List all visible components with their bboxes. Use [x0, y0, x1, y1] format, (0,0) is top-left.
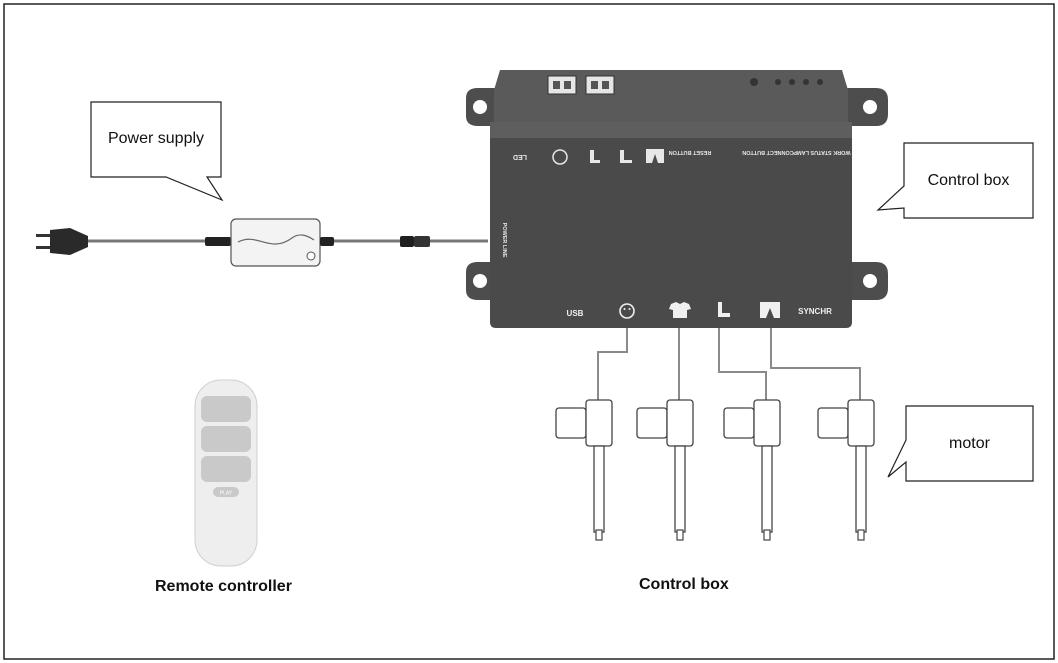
adapter-strain-right — [320, 237, 334, 246]
power-line-label: POWER LINE — [501, 223, 507, 258]
adapter-wave — [237, 234, 315, 245]
rear-icon-row — [552, 149, 664, 165]
box-top-ridge — [494, 70, 848, 122]
motor-2-tube — [674, 445, 686, 533]
top-port-2 — [585, 75, 615, 95]
power-supply-assembly — [36, 218, 488, 267]
remote-play-button — [213, 487, 239, 497]
control-box-callout-label: Control box — [927, 172, 1010, 189]
front-head-eye-r — [628, 308, 631, 310]
top-led-1 — [750, 78, 758, 86]
motor-3-gearbox — [753, 399, 781, 447]
top-led-2 — [775, 79, 781, 85]
reset-button-label: RESET BUTTON — [669, 149, 712, 155]
front-head-icon — [619, 303, 635, 319]
motor-2 — [636, 399, 694, 541]
remote-button-group-2 — [201, 426, 251, 452]
plug-head — [50, 228, 88, 255]
cable-motor-4 — [770, 328, 861, 405]
top-led-3 — [789, 79, 795, 85]
remote-button-group-3 — [201, 456, 251, 482]
power-supply-callout-label: Power supply — [107, 130, 205, 147]
front-shirt-icon — [669, 302, 691, 318]
front-head-eye-l — [623, 308, 626, 310]
plug-prong-top — [36, 234, 50, 237]
motor-4-tube — [855, 445, 867, 533]
motor-1-housing — [555, 407, 587, 439]
front-icon-row — [619, 302, 780, 319]
remote-button-group-1 — [201, 396, 251, 422]
motor-2-rod-end — [676, 529, 684, 541]
adapter-body — [230, 218, 321, 267]
motor-2-housing — [636, 407, 668, 439]
rear-foot-icon-1 — [590, 150, 600, 163]
box-main-body — [490, 122, 852, 328]
motor-4-rod-end — [857, 529, 865, 541]
plug-prong-bottom — [36, 246, 50, 249]
rear-foot-icon-2 — [620, 150, 632, 163]
cable-motor-3 — [718, 328, 767, 405]
motor-2-gearbox — [666, 399, 694, 447]
motor-3-housing — [723, 407, 755, 439]
callout-control-box-shape — [876, 142, 1034, 219]
top-port-2-pin-a — [591, 81, 598, 89]
top-led-5 — [817, 79, 823, 85]
top-port-1 — [547, 75, 577, 95]
box-top-highlight — [490, 122, 852, 138]
remote-controller: PLAY — [194, 379, 258, 567]
mount-hole-top-right — [863, 100, 877, 114]
control-box-device: LED RESET BUTTON CONNECT BUTTON WORK STA… — [466, 70, 888, 328]
callout-motor-shape — [887, 405, 1034, 482]
work-status-lamp-label: WORK STATUS LAMP — [793, 149, 851, 155]
motor-1-tube — [593, 445, 605, 533]
synchr-label: SYNCHR — [798, 307, 832, 316]
motor-cables — [597, 328, 861, 405]
control-box-caption: Control box — [639, 576, 729, 593]
callout-power-supply-shape — [90, 101, 224, 202]
motor-4-gearbox — [847, 399, 875, 447]
adapter-indicator — [306, 251, 316, 261]
top-port-1-pin-a — [553, 81, 560, 89]
motor-3-tube — [761, 445, 773, 533]
motor-4 — [817, 399, 875, 541]
motor-1-rod-end — [595, 529, 603, 541]
mount-hole-bottom-left — [473, 274, 487, 288]
remote-controller-caption: Remote controller — [155, 578, 292, 595]
front-foot-icon — [718, 302, 730, 317]
motor-1 — [555, 399, 613, 541]
connect-button-label: CONNECT BUTTON — [742, 149, 794, 155]
top-port-2-pin-b — [602, 81, 609, 89]
motor-3 — [723, 399, 781, 541]
dc-connector-b — [414, 236, 430, 247]
motor-3-rod-end — [763, 529, 771, 541]
dc-connector-a — [400, 236, 414, 247]
top-led-4 — [803, 79, 809, 85]
motor-callout-label: motor — [949, 435, 990, 452]
led-label: LED — [513, 153, 527, 160]
mount-hole-bottom-right — [863, 274, 877, 288]
adapter-strain-left — [205, 237, 231, 246]
mount-hole-top-left — [473, 100, 487, 114]
remote-play-label: PLAY — [220, 491, 233, 497]
usb-label: USB — [567, 309, 584, 318]
rear-head-icon — [552, 149, 568, 165]
motor-1-gearbox — [585, 399, 613, 447]
cable-motor-1 — [597, 328, 628, 405]
front-pants-icon — [760, 302, 780, 318]
top-port-1-pin-b — [564, 81, 571, 89]
rear-pants-icon — [646, 149, 664, 163]
motor-4-housing — [817, 407, 849, 439]
